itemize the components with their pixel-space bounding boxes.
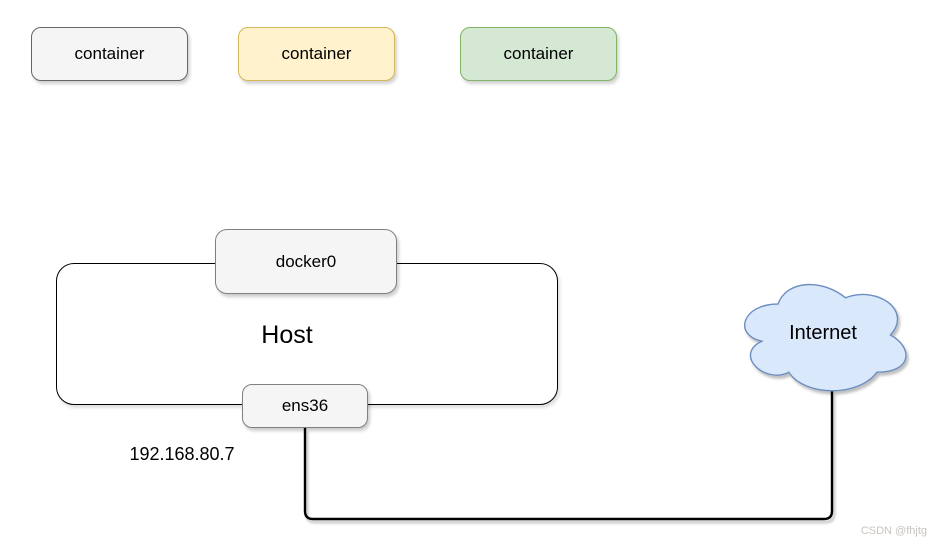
container-node-green: container bbox=[460, 27, 617, 81]
connector-line bbox=[303, 391, 834, 521]
container-label: container bbox=[74, 44, 145, 63]
container-node-yellow: container bbox=[238, 27, 395, 81]
host-label: Host bbox=[261, 320, 313, 349]
internet-label: Internet bbox=[789, 321, 857, 344]
ip-address-label: 192.168.80.7 bbox=[129, 443, 235, 464]
watermark: CSDN @fhjtg bbox=[860, 525, 927, 537]
ens36-label: ens36 bbox=[281, 396, 329, 415]
container-label: container bbox=[503, 44, 574, 63]
docker0-interface: docker0 bbox=[215, 229, 397, 294]
container-node-gray: container bbox=[31, 27, 188, 81]
container-label: container bbox=[281, 44, 352, 63]
docker0-label: docker0 bbox=[275, 251, 337, 271]
ens36-interface: ens36 bbox=[242, 384, 368, 428]
